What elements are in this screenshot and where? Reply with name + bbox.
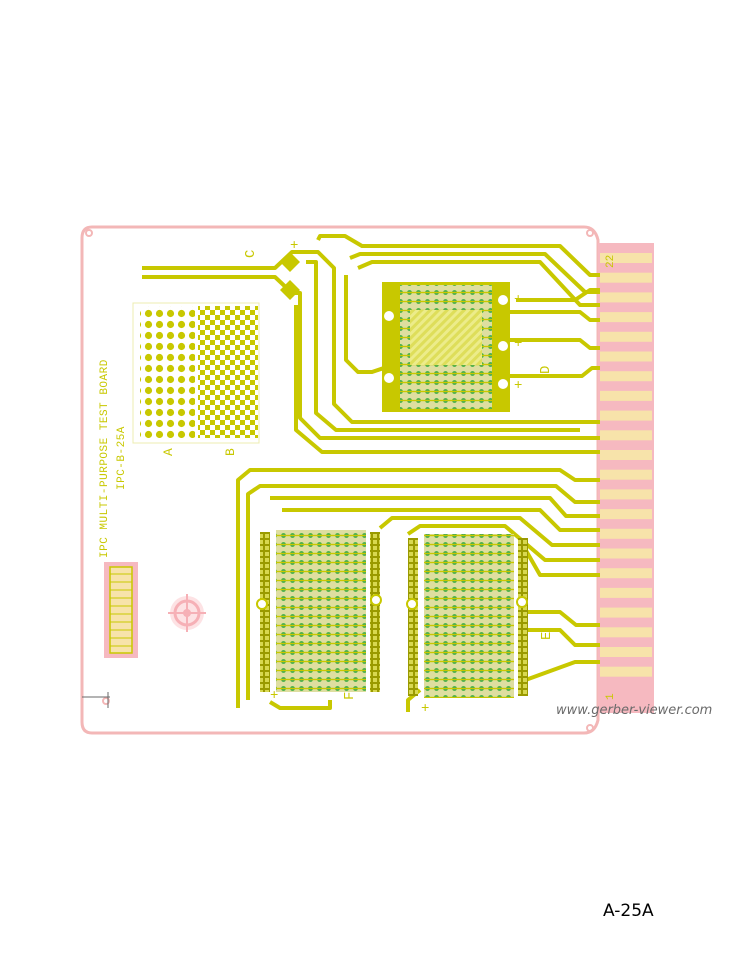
label-section-a: A [161,448,176,456]
label-section-c: C [243,250,259,258]
connector-finger [600,607,652,618]
connector-label-bottom: 1 [605,693,617,700]
connector-finger [600,272,652,283]
connector-finger [600,371,652,382]
connector-finger [600,587,652,598]
connector-finger [600,410,652,421]
section-c-pads [280,252,300,300]
connector-finger [600,292,652,303]
polarity-plus-d2: + [514,336,522,352]
connector-finger [600,489,652,500]
connector-finger [600,528,652,539]
connector-finger [600,568,652,579]
connector-finger [600,647,652,657]
connector-finger [600,253,652,263]
polarity-plus-f: + [270,688,278,704]
watermark: www.gerber-viewer.com [556,703,713,718]
polarity-plus-e: + [421,701,429,717]
connector-finger [600,469,652,480]
connector-finger [600,312,652,323]
section-b-checkerboard [198,306,258,438]
copper-traces [142,234,600,712]
connector-finger [600,450,652,460]
polarity-plus-c: + [290,238,298,254]
section-d-component [382,282,510,412]
connector-finger [600,390,652,401]
label-section-f: F [342,692,358,700]
board-title-text: IPC MULTI-PURPOSE TEST BOARD [99,359,111,558]
label-section-d: D [538,366,554,374]
connector-finger [600,627,652,638]
connector-finger [600,548,652,559]
fiducial-target-icon [168,594,206,632]
connector-finger [600,666,652,677]
polarity-plus-d3: + [514,378,522,394]
label-section-e: E [539,632,555,640]
polarity-plus-d1: + [514,292,522,308]
connector-finger [600,331,652,342]
label-section-b: B [223,448,238,456]
connector-finger [600,351,652,362]
smd-connector [104,562,138,658]
connector-finger [600,509,652,520]
connector-label-top: 22 [605,255,617,268]
section-e-component [406,534,528,698]
connector-finger [600,430,652,441]
section-f-component [256,530,382,692]
edge-connector [598,243,654,713]
board-part-number-text: IPC-B-25A [116,426,128,490]
section-a-pad-array [132,302,260,444]
page-label: A-25A [603,901,654,921]
